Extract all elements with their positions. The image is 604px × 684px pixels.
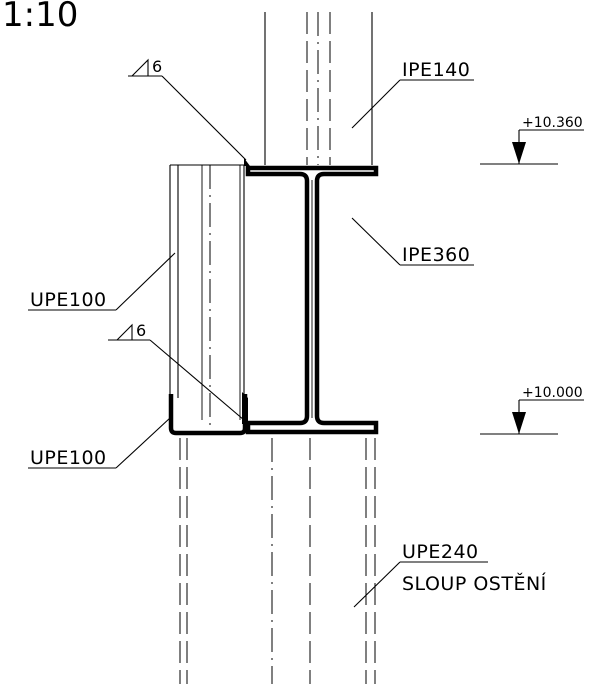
weld-size-upper: 6	[152, 57, 162, 76]
upe100-channel-lower	[168, 394, 248, 436]
level-mark-top: +10.360	[480, 115, 584, 165]
ipe360-section	[245, 165, 379, 435]
leader-upe100-lower: UPE100	[28, 417, 171, 469]
leader-ipe360: IPE360	[351, 217, 474, 266]
upe240-column	[179, 438, 376, 684]
weld-size-lower: 6	[136, 321, 146, 340]
ipe140-column	[264, 12, 373, 165]
level-mark-bottom: +10.000	[480, 385, 584, 435]
weld-symbol-upper: 6	[128, 57, 247, 161]
label-ipe360: IPE360	[402, 244, 470, 266]
label-ipe140: IPE140	[402, 59, 470, 81]
weld-marks	[242, 158, 250, 424]
leader-ipe140: IPE140	[351, 59, 474, 129]
leader-upe100-upper: UPE100	[28, 252, 176, 311]
label-upe100-lower: UPE100	[30, 447, 107, 469]
upe100-channel-upper	[169, 164, 245, 430]
leader-upe240: UPE240 SLOUP OSTĚNÍ	[353, 541, 547, 608]
label-sloup-osteni: SLOUP OSTĚNÍ	[402, 572, 547, 595]
label-upe240: UPE240	[402, 541, 479, 563]
level-bottom-label: +10.000	[522, 385, 583, 401]
level-top-label: +10.360	[522, 115, 583, 131]
scale-label: 1:10	[2, 0, 78, 35]
label-upe100-upper: UPE100	[30, 289, 107, 311]
weld-symbol-lower: 6	[108, 321, 245, 421]
